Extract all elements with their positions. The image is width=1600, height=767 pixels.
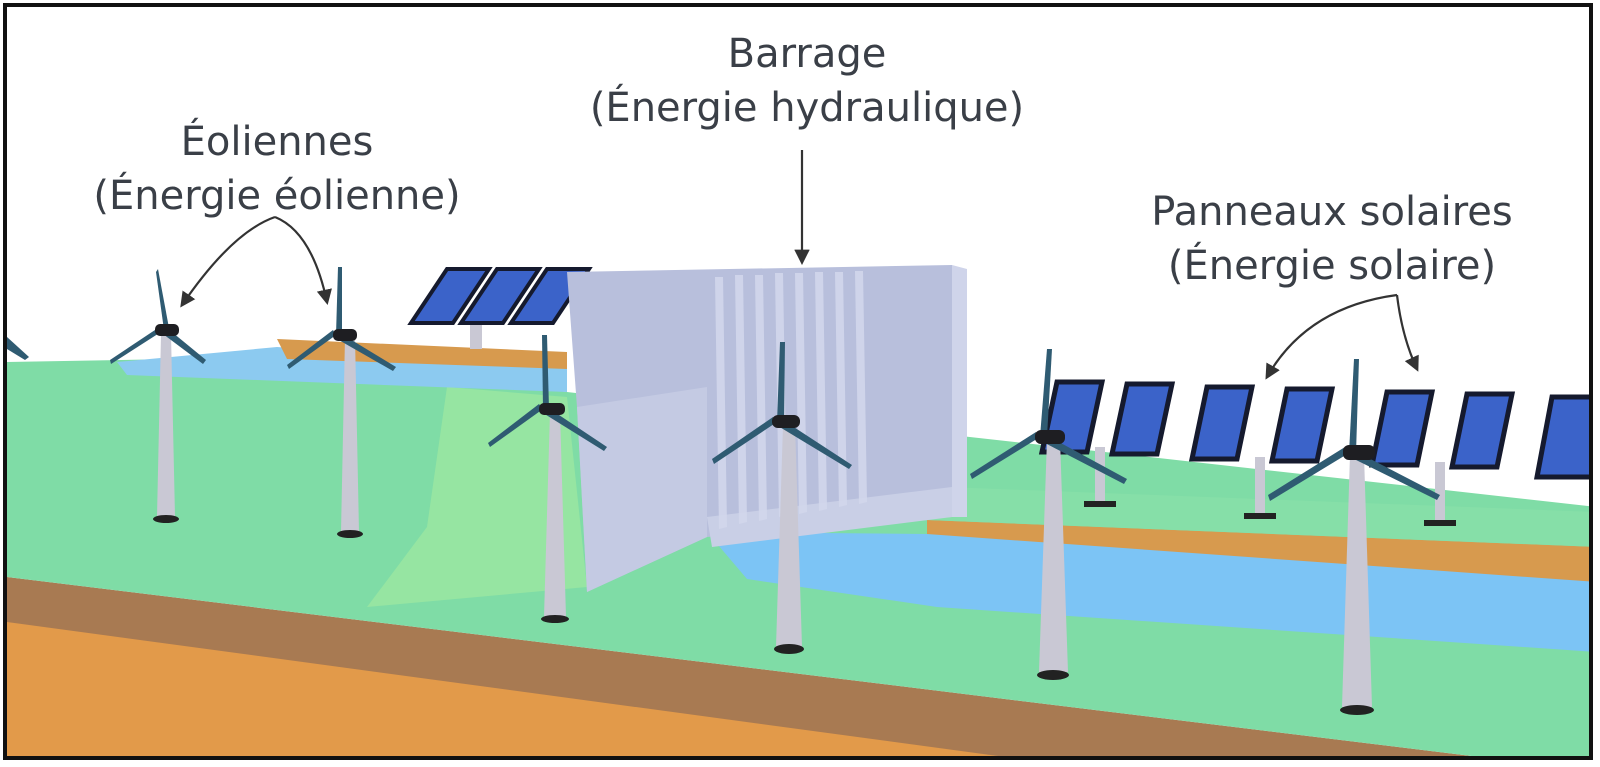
solar-panel — [1108, 381, 1176, 457]
annotation-arrows — [180, 150, 1419, 380]
solar-panel — [407, 267, 493, 325]
diagram-frame: Éoliennes (Énergie éolienne) Barrage (Én… — [3, 3, 1593, 760]
solar-panel — [1448, 391, 1516, 470]
label-wind: Éoliennes (Énergie éolienne) — [67, 115, 487, 223]
solar-panel — [1368, 389, 1436, 468]
dam-subtitle: (Énergie hydraulique) — [589, 85, 1025, 131]
river-bank-upper — [927, 520, 1589, 583]
solar-panel — [457, 267, 543, 325]
wind-turbine — [1268, 359, 1440, 715]
wind-title: Éoliennes — [180, 119, 374, 165]
dam — [567, 265, 967, 592]
arrow-to-wind-left — [180, 215, 276, 308]
wind-turbine — [970, 349, 1127, 680]
wind-turbine — [712, 342, 852, 654]
solar-panel — [1268, 386, 1336, 464]
label-dam: Barrage (Énergie hydraulique) — [547, 27, 1067, 135]
wind-turbine — [488, 335, 607, 623]
renewable-energy-scene — [7, 150, 1589, 756]
solar-array-back — [407, 267, 593, 349]
arrow-to-wind-right — [274, 215, 332, 306]
grass-slope — [367, 387, 587, 607]
arrow-to-solar-left — [1265, 293, 1398, 380]
solar-panel — [1533, 394, 1589, 480]
wind-blade-edge — [7, 337, 29, 360]
solar-array-front — [1038, 379, 1589, 526]
river-back — [117, 347, 567, 392]
solar-subtitle: (Énergie solaire) — [1167, 243, 1497, 289]
wind-turbine — [287, 267, 396, 538]
solar-panel — [1188, 384, 1256, 462]
wind-turbine — [110, 269, 206, 523]
wind-subtitle: (Énergie éolienne) — [93, 173, 461, 219]
solar-title: Panneaux solaires — [1151, 189, 1513, 235]
dam-title: Barrage — [727, 31, 887, 77]
arrow-to-solar-right — [1395, 294, 1419, 372]
label-solar: Panneaux solaires (Énergie solaire) — [1112, 185, 1552, 293]
